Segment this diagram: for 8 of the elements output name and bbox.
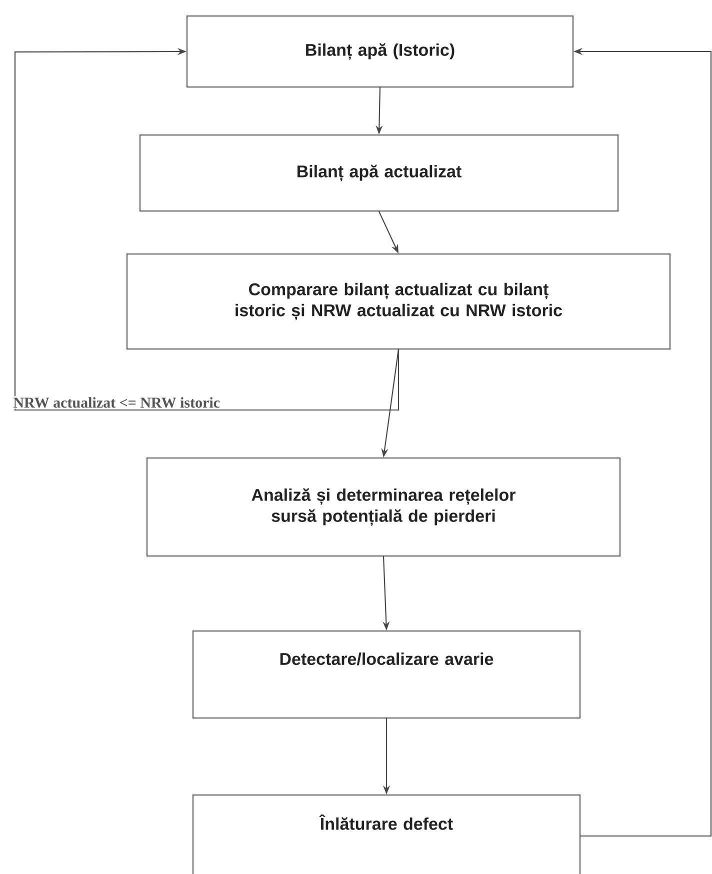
process-box: Comparare bilanț actualizat cu bilanț istoric și NRW actualizat cu NRW istoric — [126, 254, 670, 350]
process-box: Detectare/localizare avarie — [192, 630, 580, 718]
edge-label: NRW actualizat <= NRW istoric — [12, 396, 222, 409]
process-box: Analiză și determinarea rețelelor sursă potențială de pierderi — [146, 458, 620, 556]
process-box: Bilanț apă (Istoric) — [186, 16, 574, 88]
process-box: Înlăturare defect — [192, 794, 580, 874]
arrow — [14, 48, 400, 411]
process-box: Bilanț apă actualizat — [140, 134, 618, 212]
